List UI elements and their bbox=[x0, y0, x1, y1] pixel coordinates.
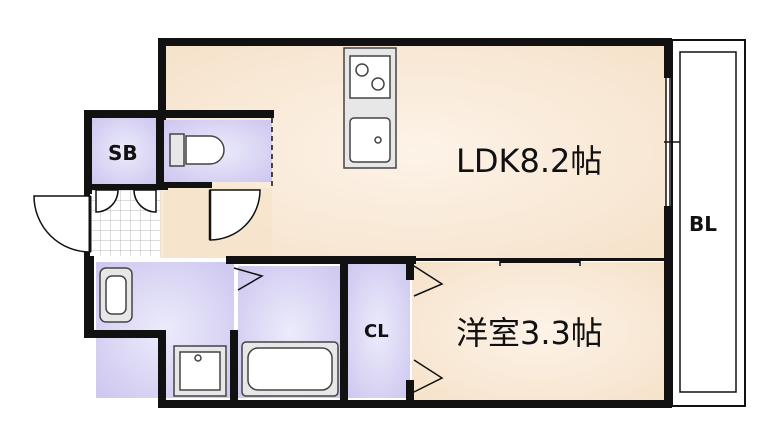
walls bbox=[84, 38, 672, 408]
wall-top bbox=[158, 38, 672, 46]
balcony bbox=[671, 39, 746, 407]
wall-right-mid bbox=[664, 206, 672, 262]
wall-hall-bottom bbox=[226, 256, 416, 264]
wall-sb-left bbox=[84, 110, 92, 194]
wall-partition-thin bbox=[414, 258, 664, 261]
closet-floor bbox=[346, 264, 410, 398]
wall-wash-left bbox=[84, 256, 94, 338]
hall-door-swing bbox=[209, 189, 261, 241]
entrance-door-swing bbox=[33, 195, 91, 253]
wall-bath-right bbox=[340, 256, 348, 406]
toilet-bowl bbox=[185, 135, 225, 165]
sink-drain bbox=[374, 136, 382, 144]
pan-drain bbox=[194, 354, 202, 362]
wall-closet-right bbox=[406, 256, 414, 280]
washing-machine-pan-inner bbox=[179, 351, 221, 391]
wall-sb-bottom bbox=[84, 184, 168, 190]
kitchen-sink bbox=[349, 117, 391, 163]
wall-right-lower bbox=[664, 262, 672, 408]
sb-door-right bbox=[133, 189, 157, 213]
wall-bottom bbox=[158, 400, 672, 408]
wall-bath-left bbox=[230, 330, 238, 404]
balcony-inner bbox=[679, 51, 737, 393]
wall-toilet-left bbox=[156, 118, 164, 190]
wall-right-upper bbox=[664, 38, 672, 78]
cl-label: CL bbox=[364, 321, 389, 342]
toilet bbox=[169, 133, 225, 167]
wall-wash-bottom bbox=[84, 330, 166, 338]
wall-wash-step bbox=[158, 330, 166, 408]
doors bbox=[33, 189, 581, 393]
wall-sb-top bbox=[84, 110, 274, 118]
wash-door-fold bbox=[233, 267, 264, 291]
wall-toilet-bottom bbox=[160, 182, 212, 188]
wall-closet-right-low bbox=[406, 380, 414, 406]
burner-2 bbox=[371, 77, 385, 91]
burner-1 bbox=[355, 63, 369, 77]
bl-label: BL bbox=[689, 212, 717, 236]
wall-left-upper bbox=[158, 38, 166, 120]
sb-door-left bbox=[95, 189, 119, 213]
wash-fixtures bbox=[99, 267, 339, 397]
window-ldk bbox=[664, 78, 680, 206]
washbasin-bowl bbox=[105, 275, 127, 315]
closet-door-fold-bottom bbox=[413, 359, 444, 393]
closet-door-fold-top bbox=[413, 265, 444, 297]
toilet-tank bbox=[169, 133, 185, 167]
ldk-label: LDK8.2帖 bbox=[456, 142, 602, 180]
western-room-label: 洋室3.3帖 bbox=[456, 314, 603, 352]
storage-box-floor bbox=[92, 118, 158, 184]
sb-label: SB bbox=[108, 141, 138, 165]
bathtub-inner bbox=[247, 347, 333, 391]
kitchen bbox=[343, 47, 397, 169]
western-room-floor bbox=[412, 262, 666, 400]
stove bbox=[349, 55, 391, 99]
